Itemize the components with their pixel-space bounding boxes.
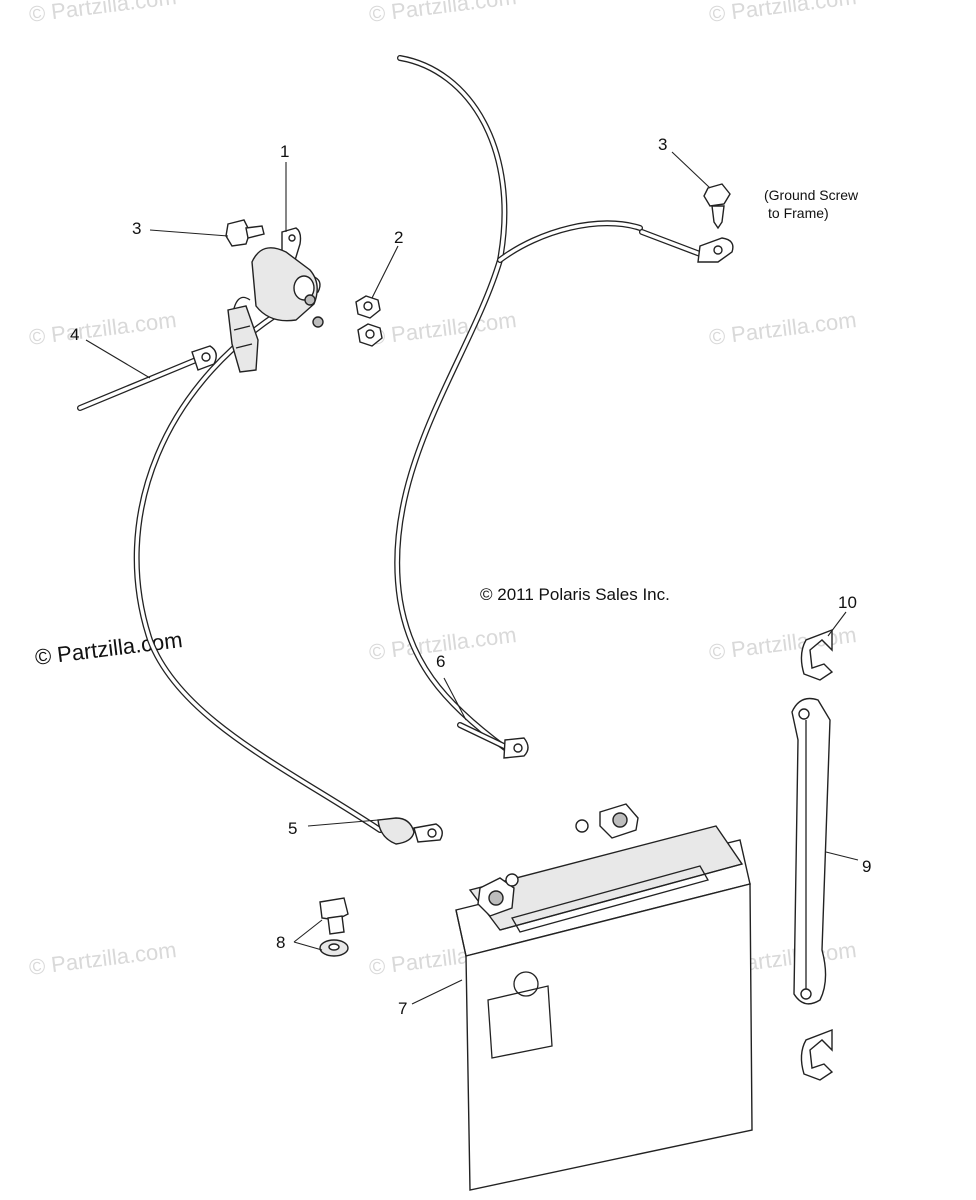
screw-3-left [225, 219, 265, 247]
watermark: © Partzilla.com [708, 307, 858, 350]
copyright-text: © 2011 Polaris Sales Inc. [480, 585, 670, 604]
callout-4: 4 [70, 325, 79, 344]
ground-note-line1: (Ground Screw [764, 187, 859, 203]
watermark: © Partzilla.com [28, 0, 178, 27]
leader-lines [85, 151, 859, 1005]
callout-1: 1 [280, 142, 289, 161]
bolt-washer-8 [319, 897, 349, 957]
callout-2: 2 [394, 228, 403, 247]
callout-10: 10 [838, 593, 857, 612]
nuts-2 [355, 295, 383, 347]
watermark: © Partzilla.com [28, 307, 178, 350]
callout-5: 5 [288, 819, 297, 838]
strap-9 [791, 697, 831, 1005]
callout-3-right: 3 [658, 135, 667, 154]
cable-4 [77, 345, 217, 411]
callout-3-left: 3 [132, 219, 141, 238]
ground-screw-3 [703, 183, 731, 230]
cable-6 [394, 55, 734, 759]
callout-7: 7 [398, 999, 407, 1018]
callouts: 1 2 3 3 4 5 6 7 8 9 10 [70, 135, 871, 1018]
callout-9: 9 [862, 857, 871, 876]
solenoid [227, 227, 324, 373]
watermark: © Partzilla.com [708, 622, 858, 665]
ground-note-line2: to Frame) [768, 205, 829, 221]
watermark: © Partzilla.com [708, 0, 858, 27]
callout-6: 6 [436, 652, 445, 671]
watermark: © Partzilla.com [368, 0, 518, 27]
clips-10 [800, 628, 834, 1081]
battery [455, 803, 753, 1191]
watermark: © Partzilla.com [368, 307, 518, 350]
watermark: © Partzilla.com [28, 937, 178, 980]
callout-8: 8 [276, 933, 285, 952]
